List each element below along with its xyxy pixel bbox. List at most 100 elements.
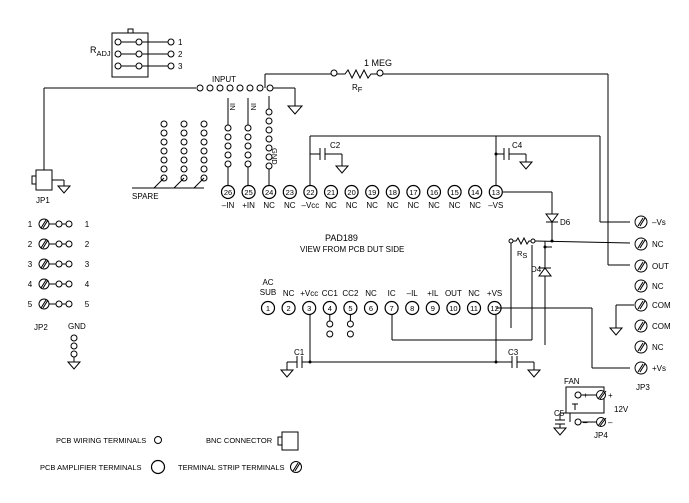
bottom-pin-label-2: SUB [260,288,276,297]
input-label: INPUT [212,75,236,84]
top-pin-number: 23 [286,188,294,197]
top-pin: 22 –Vcc [302,184,320,210]
jp2-strip-terminal [38,258,50,270]
top-pin-number: 13 [492,188,500,197]
jp3-strip-terminal [634,259,648,273]
radj-pin-2: 2 [178,50,183,59]
jp2-row-left: 3 [28,260,33,269]
jp3-terminal: NC [634,237,664,251]
jp3-terminal-label: NC [652,343,664,352]
bottom-pin-number: 10 [449,304,457,313]
bottom-pin-label: CC1 [322,289,339,298]
jp4-label: JP4 [594,431,608,440]
jp2-strip-terminal [38,278,50,290]
d6-label: D6 [560,218,571,227]
c3-capacitor: C3 [494,315,542,378]
c5-label: C5 [554,409,565,418]
radj-pin-3: 3 [178,62,183,71]
ic-subtitle: VIEW FROM PCB DUT SIDE [300,245,404,254]
top-pin-label: –Vcc [302,201,320,210]
jp3-terminal: OUT [634,259,669,273]
legend-bnc: BNC CONNECTOR [206,436,273,445]
bottom-pin-row: 1ACSUB2NC3+Vcc4CC15CC26NC7IC8–IL9+IL10OU… [260,278,502,338]
rs-label: RS [517,249,527,260]
bottom-pin-label: +Vcc [300,289,318,298]
top-pin-number: 26 [224,188,232,197]
bottom-pin-label: CC2 [342,289,359,298]
rf-label: RF [352,83,363,94]
in-pos-label: IN [249,103,258,111]
jp3-strip-terminal [634,319,648,333]
bottom-pin: 4 CC1 [322,289,339,316]
legend-bnc-symbol [281,431,299,451]
jp3-strip-terminal [634,340,648,354]
top-pin-label: NC [428,201,440,210]
jp3-terminal: COM [634,319,671,333]
top-pin-label: NC [449,201,461,210]
top-pin-label: NC [325,201,337,210]
bottom-pin-label: OUT [445,289,462,298]
top-pin-label: –VS [488,201,503,210]
bottom-pin-label: +IL [427,289,439,298]
jp3-terminal-label: –Vs [652,218,666,227]
spare-terminals: SPARE [132,120,208,201]
c1-capacitor: C1 [279,315,496,378]
jp2-row-right: 3 [85,260,90,269]
jp3-strip-terminal [634,298,648,312]
top-pin-number: 25 [244,188,252,197]
c1-label: C1 [294,348,305,357]
legend-pcb-amp: PCB AMPLIFIER TERMINALS [40,463,142,472]
jp3-terminal-label: COM [652,322,671,331]
in-neg-label: IN [228,103,237,111]
radj-label: RADJ [90,45,111,58]
jp1-label: JP1 [36,196,50,205]
jp2-row-right: 4 [85,280,90,289]
radj-row-1 [114,38,175,46]
fan-label: FAN [564,377,580,386]
jp1-bnc: JP1 [31,169,72,205]
c4-capacitor: C4 [494,136,534,185]
top-pin-label: NC [366,201,378,210]
bottom-pin-number: 7 [390,304,394,313]
bottom-pin-label: NC [365,289,377,298]
jp3-terminal-label: NC [652,282,664,291]
top-pin-label: NC [408,201,420,210]
legend-strip: TERMINAL STRIP TERMINALS [178,463,285,472]
jp2-row-left: 1 [28,220,33,229]
jp3-strip-terminal [634,215,648,229]
jp2-row-left: 4 [28,280,33,289]
jp3-terminal-label: OUT [652,262,669,271]
plus-vs-wiring [496,74,630,369]
jp3-strip-terminal [634,237,648,251]
input-line: INPUT [43,75,304,170]
jp3-strip-terminal [634,361,648,375]
jp2-row-right: 1 [85,220,90,229]
jp3-strip-terminal [634,279,648,293]
gnd-col-label: GND [270,148,279,165]
top-pin-number: 20 [347,188,355,197]
top-pin-number: 22 [306,188,314,197]
jp3-terminal: COM [634,298,671,312]
c2-capacitor: C2 [309,135,600,185]
bottom-pin-number: 4 [328,304,332,313]
jp2-label: JP2 [34,323,48,332]
bottom-pin: 3+Vcc [300,289,318,316]
radj-row-2 [114,50,175,58]
bottom-pin-number: 2 [287,304,291,313]
c2-label: C2 [330,141,341,150]
top-pin-label: +IN [242,201,255,210]
radj-block: RADJ 1 2 3 [90,28,183,78]
jp4-minus: – [608,418,613,427]
jp2-row-right: 2 [85,240,90,249]
bottom-pin-label: NC [468,289,480,298]
jp4-fan: FAN + – + – 12V C5 JP4 [552,377,629,440]
